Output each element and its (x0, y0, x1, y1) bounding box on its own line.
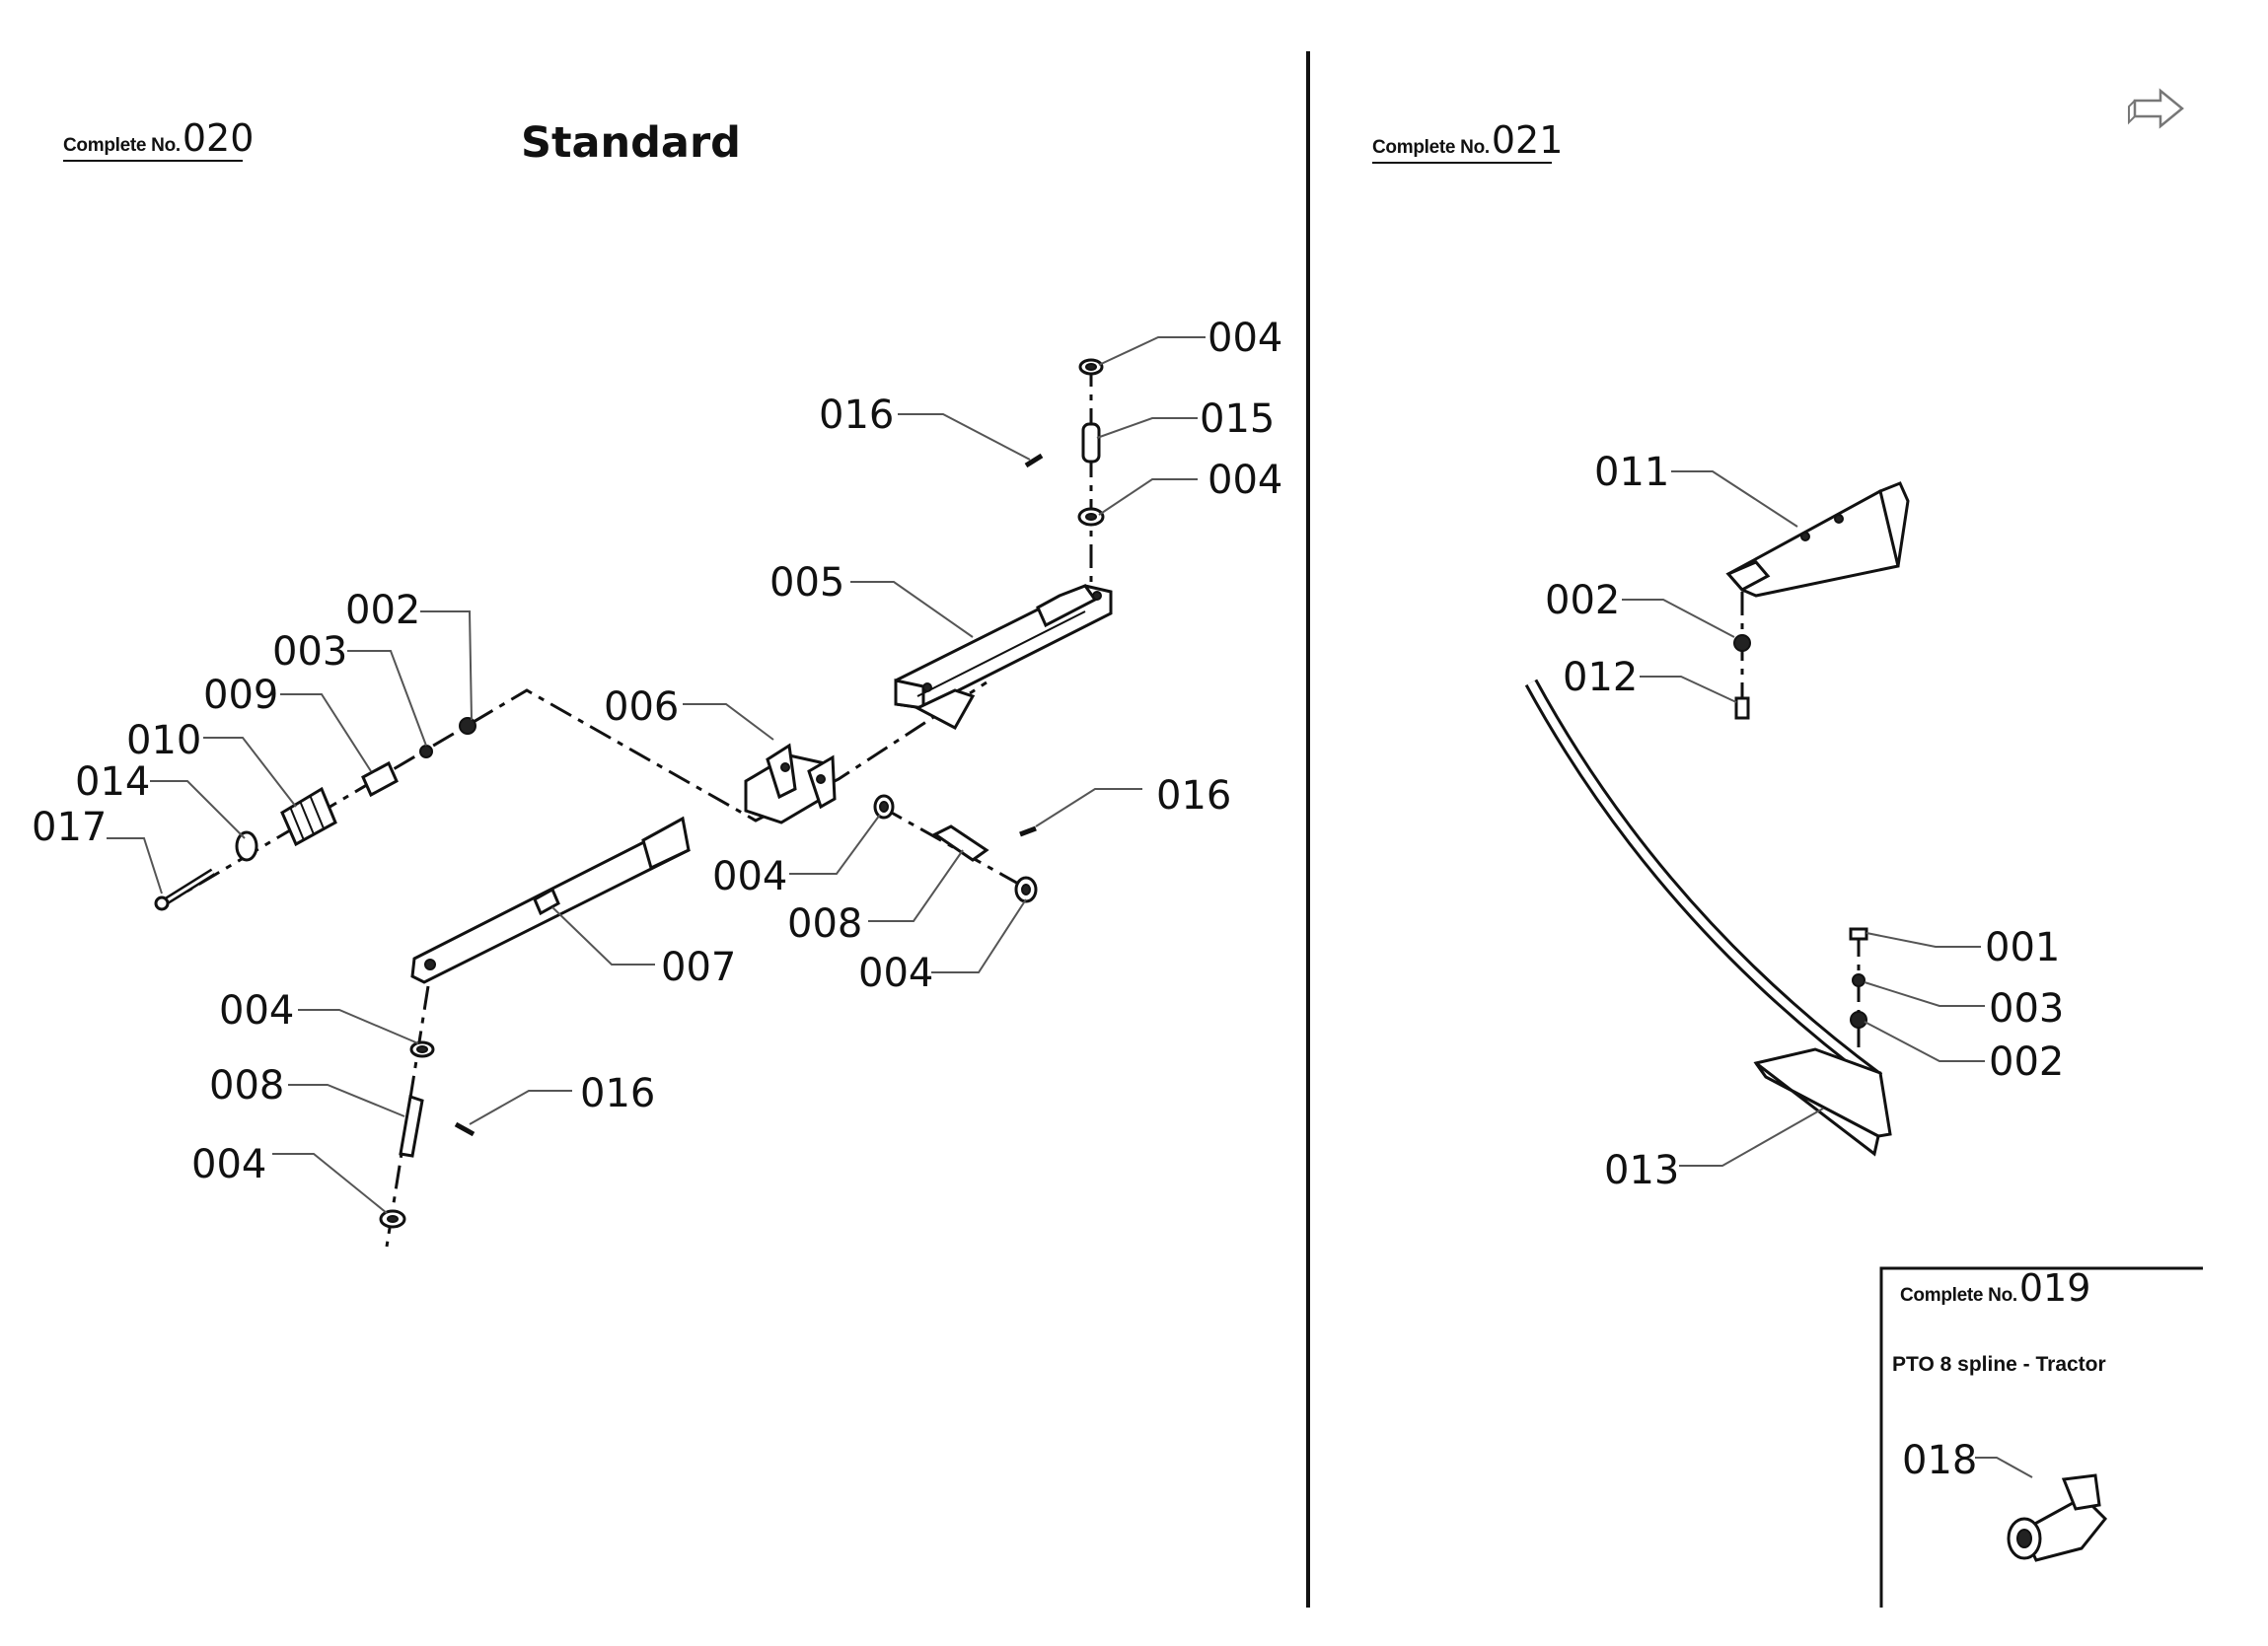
part-nut-002 (1850, 1011, 1867, 1029)
part-channel-bracket-005 (894, 584, 1113, 731)
part-bolt-001 (1849, 927, 1868, 941)
label-016: 016 (819, 393, 894, 438)
part-washer-004 (1077, 507, 1105, 527)
part-mounting-bracket-006 (744, 743, 837, 824)
label-014: 014 (75, 759, 150, 805)
part-cotter-pin-016 (454, 1121, 476, 1137)
part-bolt-017 (154, 868, 216, 911)
label-011: 011 (1594, 450, 1669, 495)
part-pin-015 (1081, 422, 1101, 464)
part-pin-008 (399, 1095, 424, 1158)
part-sleeve-009 (361, 760, 399, 798)
part-bolt-012 (1734, 696, 1750, 720)
complete-no-number: 020 (182, 116, 255, 160)
label-012: 012 (1563, 655, 1638, 700)
label-002: 002 (1989, 1039, 2064, 1085)
part-washer-004 (873, 794, 895, 820)
label-004: 004 (1207, 458, 1282, 503)
label-002: 002 (1545, 578, 1620, 623)
header-underline (63, 160, 243, 162)
complete-no-number: 021 (1491, 118, 1564, 162)
label-001: 001 (1985, 925, 2060, 970)
part-spring-010 (280, 786, 337, 847)
label-004: 004 (219, 988, 294, 1034)
part-washer-004 (409, 1040, 435, 1058)
part-tube-013 (1524, 679, 1883, 1085)
part-washer-004 (1014, 876, 1038, 903)
complete-no-label: Complete No. (1900, 1285, 2017, 1306)
part-washer-003 (419, 745, 433, 758)
label-004: 004 (1207, 316, 1282, 361)
part-bracket-011 (1725, 481, 1910, 598)
complete-no-021-header: Complete No.021 (1372, 118, 1564, 164)
part-pto-yoke-018 (2007, 1473, 2108, 1562)
arrow-next-icon[interactable] (2128, 88, 2184, 129)
label-010: 010 (126, 718, 201, 763)
label-015: 015 (1200, 396, 1275, 442)
complete-no-label: Complete No. (1372, 137, 1490, 158)
label-002: 002 (345, 588, 420, 633)
leader-lines (107, 336, 2033, 1478)
part-cotter-pin-016 (1024, 453, 1044, 468)
part-washer-003 (1852, 973, 1866, 987)
complete-no-019-header: Complete No.019 (1900, 1266, 2090, 1310)
assembly-axis (159, 680, 988, 909)
part-washer-002 (459, 717, 476, 735)
assembly-axis (880, 805, 1037, 895)
inset-frame (1879, 1266, 2203, 1608)
complete-no-020-header: Complete No.020 (63, 116, 255, 162)
label-017: 017 (32, 805, 107, 850)
label-005: 005 (769, 560, 844, 606)
label-008: 008 (787, 901, 862, 947)
tube-inner (1527, 680, 1881, 1083)
header-underline (1372, 162, 1552, 164)
label-003: 003 (1989, 986, 2064, 1032)
label-016: 016 (1156, 773, 1231, 819)
label-008: 008 (209, 1063, 284, 1109)
label-016: 016 (580, 1071, 655, 1116)
complete-no-number: 019 (2018, 1266, 2091, 1310)
label-004: 004 (712, 854, 787, 899)
part-washer-014 (235, 830, 258, 862)
part-pin-008 (932, 824, 989, 862)
label-004: 004 (191, 1142, 266, 1187)
diagram-title: Standard (521, 118, 741, 168)
label-018: 018 (1902, 1438, 1977, 1483)
part-nut-002 (1733, 634, 1751, 652)
label-007: 007 (661, 945, 736, 990)
label-004: 004 (858, 951, 933, 996)
part-washer-004 (379, 1209, 406, 1229)
label-013: 013 (1604, 1148, 1679, 1193)
inset-subtitle: PTO 8 spline - Tractor (1892, 1353, 2106, 1376)
part-cotter-pin-016 (1019, 825, 1037, 837)
label-006: 006 (604, 684, 679, 730)
label-003: 003 (272, 629, 347, 675)
complete-no-label: Complete No. (63, 135, 181, 156)
part-plate-013 (1753, 1047, 1892, 1157)
label-009: 009 (203, 673, 278, 718)
part-washer-004 (1078, 358, 1104, 376)
part-link-arm-007 (410, 816, 691, 984)
